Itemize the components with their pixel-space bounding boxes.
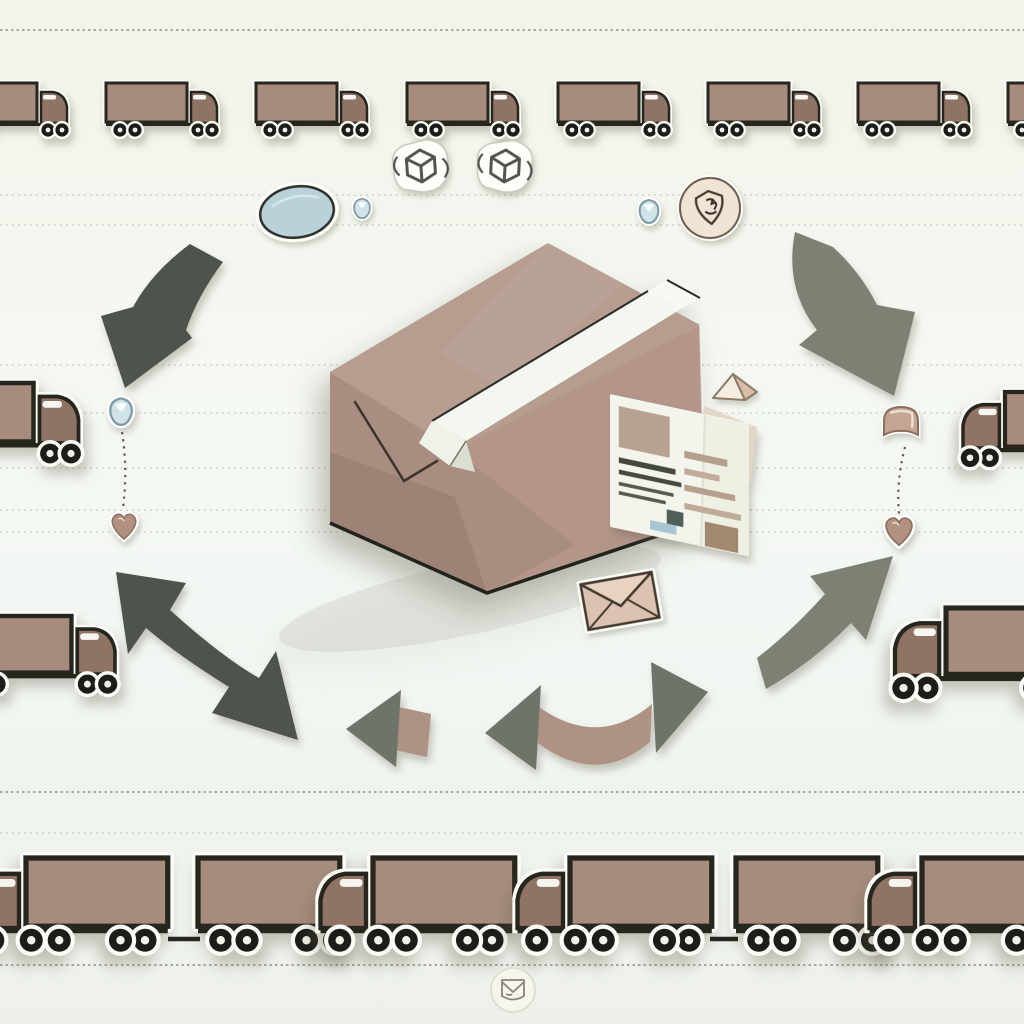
gem-icon <box>110 398 131 424</box>
seal-sticker-icon <box>491 968 535 1012</box>
cube-rotate-sticker-icon <box>476 139 533 194</box>
arch-sticker-icon <box>884 407 918 435</box>
gem-icon <box>640 200 659 223</box>
gem-icon <box>354 199 370 219</box>
